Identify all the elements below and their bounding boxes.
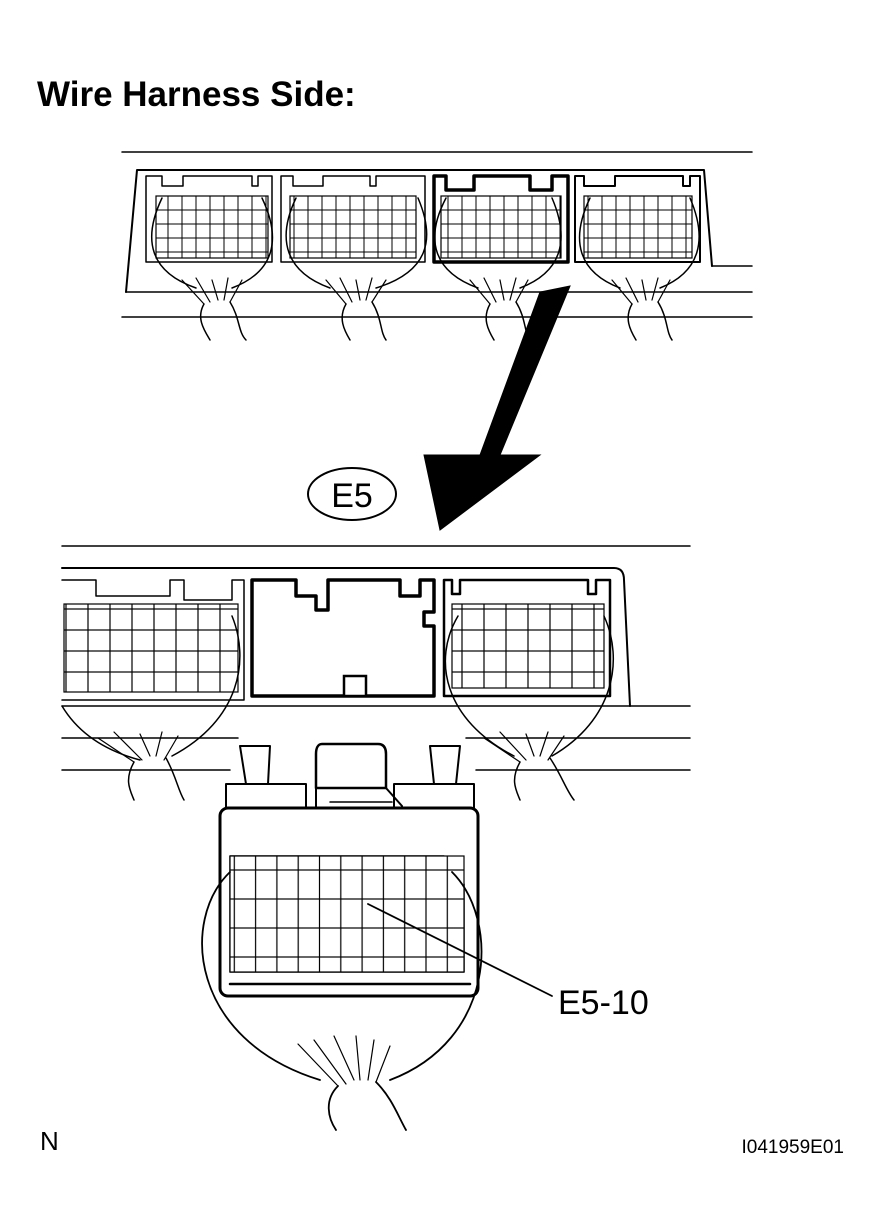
closeup-harness-left [61, 615, 241, 801]
connector-label: E5 [331, 477, 373, 515]
closeup-harness-right [444, 615, 615, 801]
closeup-socket-left [61, 579, 245, 701]
corner-mark: N [40, 1126, 59, 1156]
closeup-socket-e5-empty [250, 578, 436, 698]
ecu-socket-1 [145, 175, 273, 263]
wire-harness-4 [578, 197, 700, 341]
wire-harness-2 [285, 197, 428, 341]
diagram-title: Wire Harness Side: [37, 75, 356, 114]
ecu-socket-3-e5 [432, 174, 570, 264]
ecu-closeup [61, 545, 691, 801]
connector-label-badge: E5 [307, 467, 397, 521]
pin-callout-leader [367, 903, 553, 997]
zoom-arrow [423, 285, 571, 531]
pin-callout-label: E5-10 [558, 984, 649, 1022]
harness-plug-e5 [201, 742, 483, 1131]
ecu-socket-2 [280, 175, 426, 263]
ecu-socket-4 [574, 175, 701, 263]
figure-id: I041959E01 [742, 1137, 845, 1158]
ecu-overview [121, 151, 753, 341]
wire-harness-1 [150, 197, 274, 341]
ecu-housing-outline [125, 169, 713, 293]
closeup-socket-right [442, 578, 612, 698]
